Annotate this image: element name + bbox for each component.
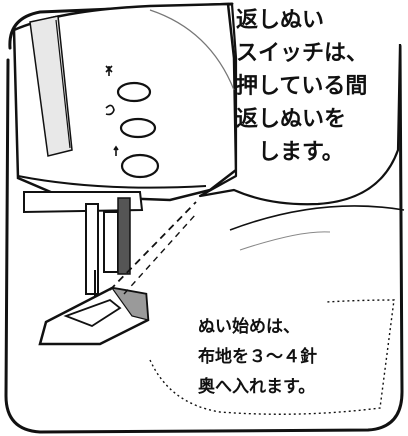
presser-foot-shade xyxy=(110,287,149,321)
stitch-guide-line xyxy=(109,201,197,291)
panel-lower-edge xyxy=(17,175,207,189)
callout-line: します。 xyxy=(258,140,344,165)
callout-line: ぬい始めは、 xyxy=(198,317,300,337)
needle-up-down-button[interactable] xyxy=(120,153,160,179)
panel-curve xyxy=(149,9,235,91)
needle-up-down-icon xyxy=(113,145,119,156)
callout-line: 布地を３～４針 xyxy=(198,347,317,367)
fabric-shadow xyxy=(239,231,331,251)
frame-border xyxy=(4,2,404,434)
needle-shade xyxy=(117,197,131,275)
fabric-edge xyxy=(229,205,405,231)
presser-bar xyxy=(85,203,99,295)
top-callout-bubble xyxy=(198,3,402,206)
needle-position-button[interactable] xyxy=(116,81,152,103)
bottom-callout-bubble xyxy=(149,299,395,415)
callout-line: 返しぬい xyxy=(236,8,325,33)
reverse-stitch-icon xyxy=(105,104,115,116)
reverse-switch-callout: 返しぬい スイッチは、 押している間 返しぬいを します。 xyxy=(236,4,402,169)
needle-bar xyxy=(23,191,144,214)
callout-line: 奥へ入れます。 xyxy=(198,377,316,397)
callout-line: 押している間 xyxy=(236,74,368,99)
sewing-start-callout: ぬい始めは、 布地を３～４針 奥へ入れます。 xyxy=(198,312,398,402)
stitch-guide-line-2 xyxy=(123,213,197,295)
presser-foot-opening xyxy=(63,298,122,328)
panel-edge-line xyxy=(55,19,71,149)
panel-shadow xyxy=(29,15,73,157)
reverse-stitch-button[interactable] xyxy=(119,117,157,139)
callout-line: 返しぬいを xyxy=(236,107,347,132)
needle-clamp xyxy=(103,211,119,273)
needle-position-icon xyxy=(105,65,113,76)
callout-line: スイッチは、 xyxy=(236,41,369,66)
